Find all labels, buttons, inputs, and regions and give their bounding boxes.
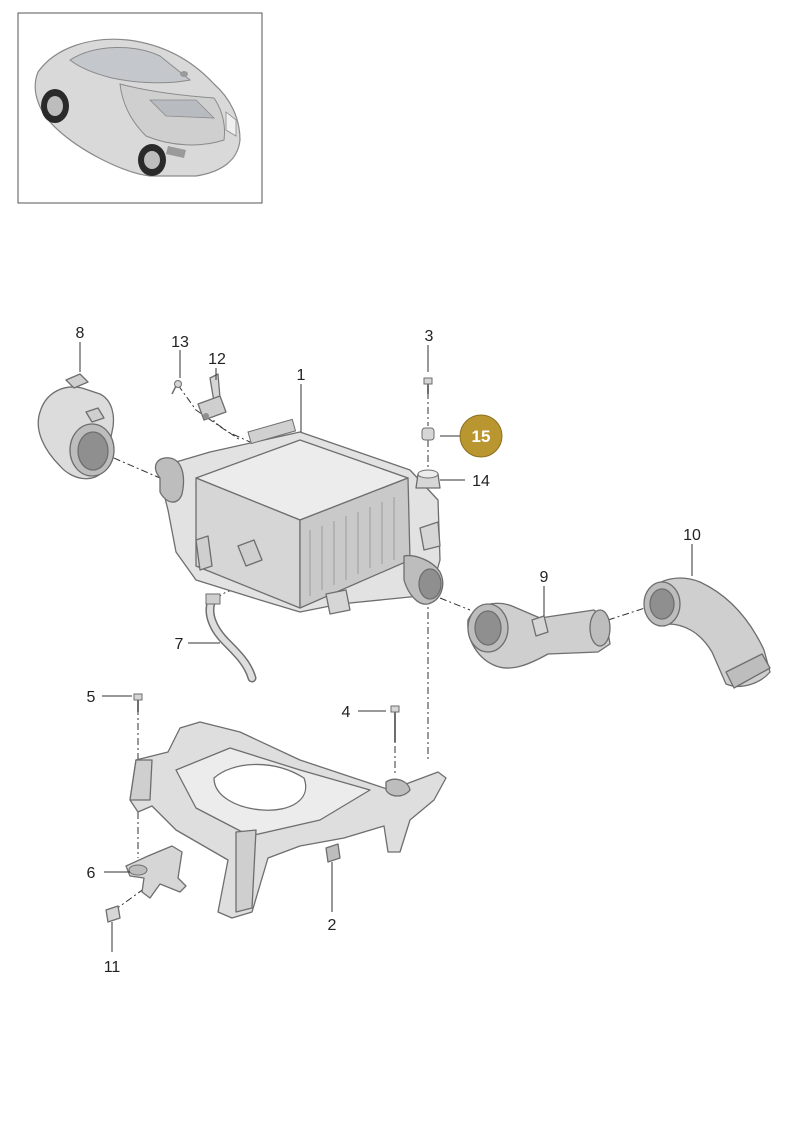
part-9-charge-air-hose[interactable] <box>467 602 611 669</box>
part-3-bolt[interactable] <box>423 377 433 394</box>
callout-9[interactable]: 9 <box>540 569 549 586</box>
callout-6[interactable]: 6 <box>87 865 96 882</box>
badge-circle <box>459 414 503 458</box>
callout-11[interactable]: 11 <box>104 959 121 976</box>
callout-2[interactable]: 2 <box>328 917 337 934</box>
part-7-coolant-line[interactable] <box>205 593 257 683</box>
callout-3[interactable]: 3 <box>425 328 434 345</box>
part-14-rubber-mount[interactable] <box>415 469 441 489</box>
callout-15: 15 <box>472 427 491 446</box>
callout-13[interactable]: 13 <box>171 334 189 351</box>
callout-14[interactable]: 14 <box>472 473 490 490</box>
callout-5[interactable]: 5 <box>87 689 96 706</box>
part-13-screw[interactable] <box>171 380 182 395</box>
assembly-lines <box>99 384 646 913</box>
callout-12[interactable]: 12 <box>208 351 226 368</box>
part-12-sensor[interactable] <box>197 373 227 421</box>
callout-7[interactable]: 7 <box>175 636 184 653</box>
part-8-inlet-elbow-hose[interactable] <box>37 373 115 480</box>
part-11-clip-nut[interactable] <box>105 905 121 923</box>
callout-labels: 1 2 3 4 5 6 7 8 9 10 11 12 13 14 <box>76 325 701 976</box>
part-4-bolt[interactable] <box>390 705 400 742</box>
part-5-bolt[interactable] <box>133 693 143 712</box>
part-2-support-bracket[interactable] <box>129 721 447 919</box>
car-illustration <box>34 38 241 177</box>
highlight-badge-15[interactable]: 15 <box>459 414 503 458</box>
part-15-bushing[interactable] <box>421 427 435 441</box>
callout-8[interactable]: 8 <box>76 325 85 342</box>
callout-10[interactable]: 10 <box>683 527 701 544</box>
part-6-mounting-bracket[interactable] <box>125 845 187 899</box>
callout-1[interactable]: 1 <box>297 367 306 384</box>
cooler-fins <box>309 497 395 596</box>
part-10-charge-air-pipe[interactable] <box>643 577 771 689</box>
callout-4[interactable]: 4 <box>342 704 351 721</box>
vehicle-thumbnail <box>17 12 263 204</box>
part-1-charge-air-cooler[interactable] <box>154 418 444 615</box>
callout-leaders <box>79 342 693 952</box>
